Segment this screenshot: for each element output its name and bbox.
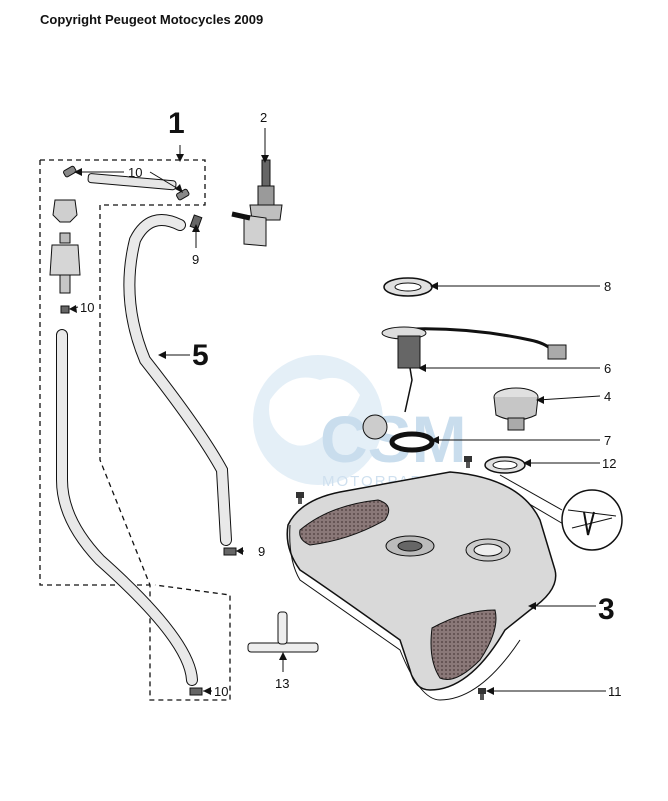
clip-9-lower — [223, 547, 237, 556]
clip-9-upper — [189, 214, 203, 230]
assembly-1-boundary — [39, 159, 231, 701]
callout-12: 12 — [602, 456, 616, 471]
hose-clip-bottom — [189, 687, 203, 696]
callout-9-lower: 9 — [258, 544, 265, 559]
fuel-valve — [231, 159, 283, 247]
callout-4: 4 — [604, 389, 611, 404]
fuel-level-sender — [362, 326, 567, 440]
filler-seal — [484, 456, 526, 474]
fuel-cap — [493, 387, 539, 431]
fuel-filter — [49, 199, 81, 314]
detail-magnifier — [496, 474, 623, 551]
callout-8: 8 — [604, 279, 611, 294]
vent-hose — [123, 214, 232, 546]
callout-10-middle: 10 — [80, 300, 94, 315]
arrowheads — [69, 154, 544, 695]
callout-10-top: 10 — [128, 165, 142, 180]
hose-clip-top — [63, 165, 190, 201]
t-connector — [247, 611, 319, 653]
watermark-logo: CSM MOTORPARTS — [253, 355, 467, 490]
callout-5: 5 — [192, 339, 209, 372]
callout-6: 6 — [604, 361, 611, 376]
sender-gasket — [389, 431, 435, 453]
callout-13: 13 — [275, 676, 289, 691]
callout-7: 7 — [604, 433, 611, 448]
copyright-text: Copyright Peugeot Motocycles 2009 — [40, 12, 264, 27]
callout-3: 3 — [598, 593, 615, 626]
callout-10-bottom: 10 — [214, 684, 228, 699]
locking-ring — [383, 277, 433, 297]
callout-9-upper: 9 — [192, 252, 199, 267]
callout-11: 11 — [608, 684, 622, 699]
callout-2: 2 — [260, 110, 267, 125]
callout-1: 1 — [168, 107, 185, 140]
fuel-tank — [286, 471, 557, 701]
